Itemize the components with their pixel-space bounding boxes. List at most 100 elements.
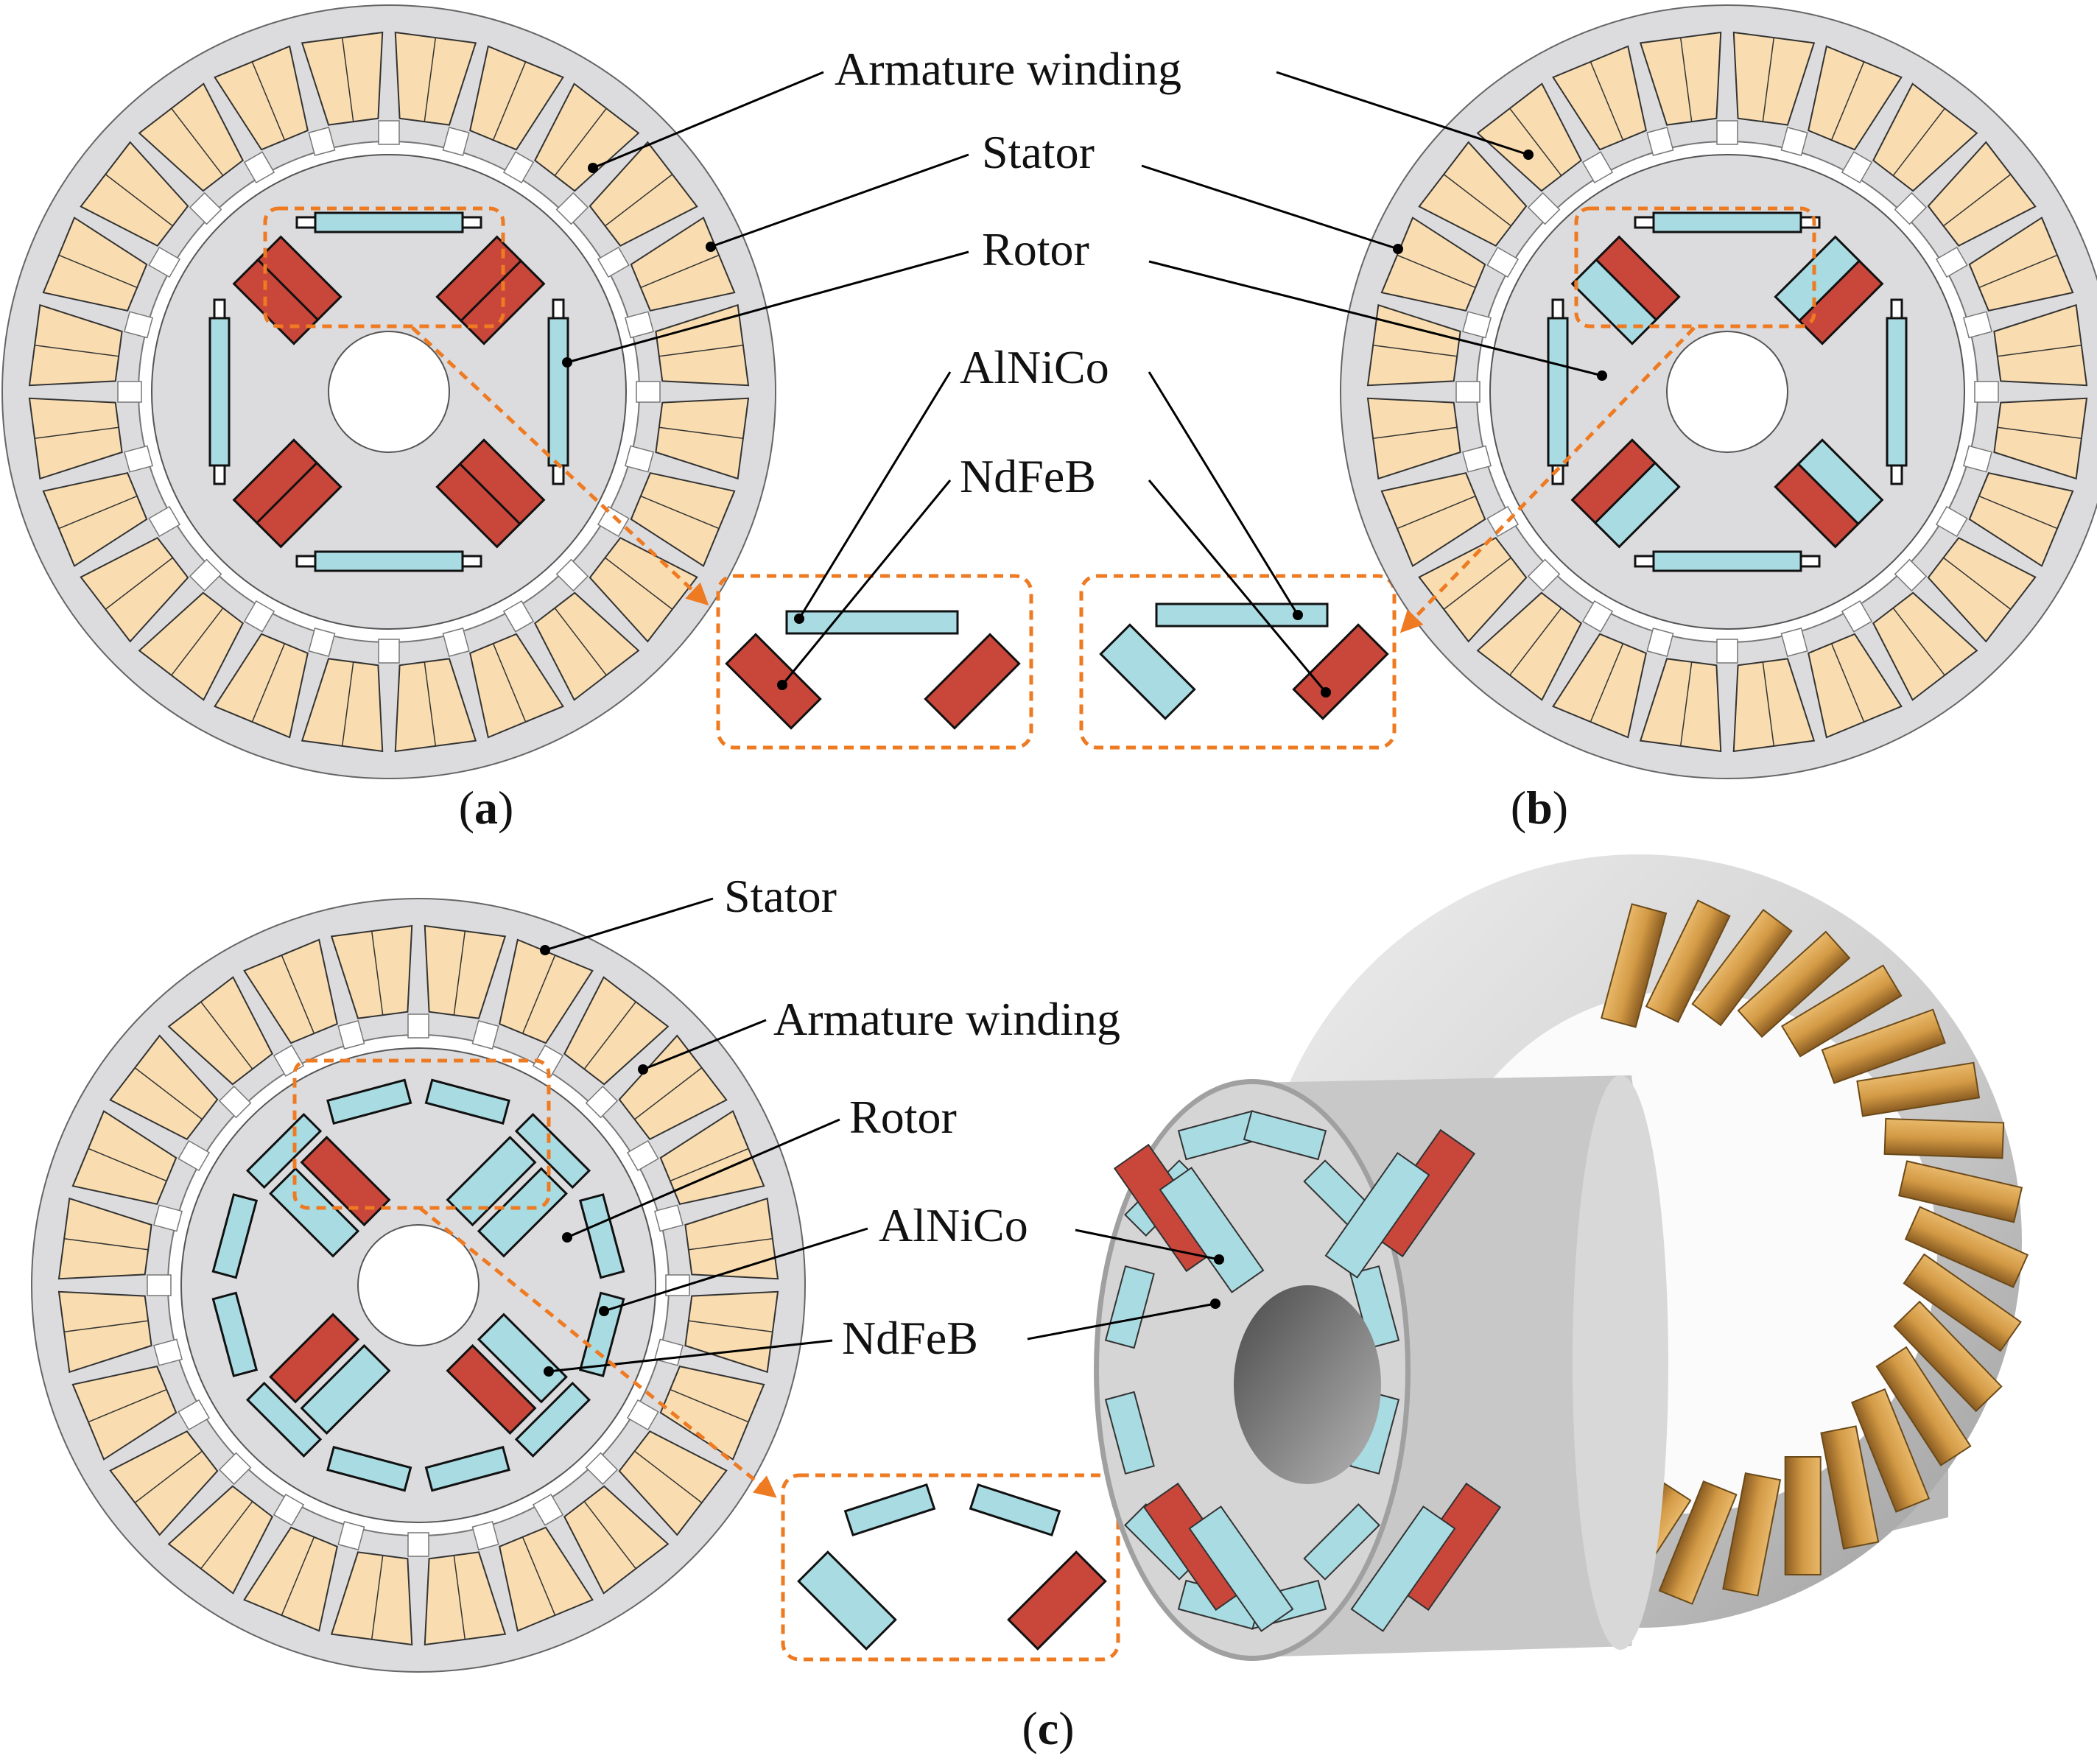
winding-slot	[167, 1485, 274, 1595]
tooth-tip	[636, 381, 661, 403]
leader-dot	[1214, 1254, 1224, 1265]
winding-slot	[1808, 45, 1903, 151]
inset-c-alnico-top-right	[969, 1483, 1061, 1536]
winding-divider	[453, 1555, 466, 1640]
tooth-tip	[1646, 126, 1674, 156]
winding-divider	[670, 1388, 749, 1423]
tooth-tip	[1527, 191, 1561, 225]
tooth-tip	[532, 1493, 564, 1526]
alnico-diag-magnet	[477, 1313, 568, 1404]
winding-slot	[71, 1110, 178, 1205]
tooth-tip	[1461, 445, 1492, 473]
winding-slot	[1380, 472, 1486, 567]
ndfeb-magnet	[477, 1167, 568, 1258]
winding-divider	[492, 643, 527, 723]
leader-line	[642, 1019, 767, 1071]
winding-slot	[684, 1290, 779, 1374]
winding-slot	[330, 1551, 413, 1646]
alnico-diag-magnet-3d	[1324, 1152, 1430, 1279]
winding-slot	[469, 633, 564, 739]
alnico-rim-magnet	[245, 1381, 323, 1458]
winding-slot	[1476, 591, 1583, 701]
alnico-rim-magnet-3d	[1303, 1503, 1380, 1581]
leader-dot	[794, 614, 804, 624]
winding-slot	[684, 1197, 779, 1280]
alnico-diag-magnet-3d	[1159, 1167, 1265, 1293]
inset-c-ndfeb-right	[1007, 1550, 1107, 1651]
zoom-arrow-a	[411, 326, 709, 606]
alnico-diag-magnet	[1774, 235, 1861, 323]
winding-divider	[341, 661, 354, 746]
alnico-rim-magnet	[326, 1445, 412, 1492]
leader-dot	[1321, 687, 1331, 697]
tooth-tip	[378, 120, 400, 145]
alnico-bar-face	[1652, 211, 1802, 233]
leader-line	[710, 153, 969, 248]
winding-slot	[138, 82, 245, 192]
winding-divider	[171, 108, 224, 176]
winding-divider	[605, 174, 673, 227]
alnico-rim-magnet	[424, 1445, 510, 1492]
winding-slot	[214, 633, 309, 739]
leader-line	[1148, 260, 1603, 377]
caption-b: (b)	[1511, 781, 1568, 834]
winding-slot	[330, 924, 413, 1019]
label-alnico-ab: AlNiCo	[960, 341, 1109, 393]
alnico-rim-magnet	[211, 1193, 259, 1279]
tooth-tip	[123, 445, 153, 473]
leader-line	[798, 371, 952, 619]
winding-slot	[659, 1110, 765, 1205]
leader-line	[603, 1227, 868, 1313]
winding-slot	[1380, 217, 1486, 312]
tooth-tip	[555, 558, 589, 592]
coil-bar	[1645, 899, 1731, 1023]
tooth-tip	[148, 246, 181, 278]
alnico-diag-magnet-3d	[1350, 1505, 1456, 1632]
winding-slot	[533, 591, 640, 701]
winding-slot	[109, 1430, 219, 1536]
winding-divider	[341, 38, 354, 122]
winding-slot	[1418, 536, 1528, 643]
winding-slot	[589, 141, 698, 247]
winding-slot	[1366, 397, 1461, 480]
winding-divider	[171, 608, 224, 676]
alnico-diag-magnet-3d	[1188, 1505, 1294, 1632]
winding-slot	[109, 1034, 219, 1141]
tooth-tip	[152, 1204, 183, 1232]
ndfeb-magnet	[435, 235, 523, 323]
winding-divider	[1373, 344, 1458, 357]
winding-slot	[1968, 217, 2074, 312]
leader-line	[592, 71, 824, 169]
winding-slot	[243, 938, 338, 1044]
label-ndfeb-ab: NdFeB	[960, 450, 1096, 502]
leader-line	[1141, 164, 1399, 250]
tooth-tip	[148, 505, 181, 538]
winding-divider	[688, 1237, 773, 1251]
motor-3d-render	[1094, 854, 2029, 1661]
tooth-tip	[273, 1493, 305, 1526]
ndfeb-magnet	[255, 461, 343, 549]
winding-divider	[1397, 254, 1476, 289]
leader-line	[1148, 479, 1327, 693]
alnico-rim-magnet-3d	[1104, 1391, 1155, 1475]
winding-slot	[533, 82, 640, 192]
leader-dot	[599, 1306, 609, 1316]
winding-divider	[424, 38, 437, 122]
alnico-rim-magnet-3d	[1243, 1110, 1327, 1161]
leader-line	[1027, 1302, 1216, 1340]
label-ndfeb-c: NdFeB	[842, 1312, 978, 1364]
winding-divider	[1830, 61, 1865, 141]
label-stator-ab: Stator	[982, 126, 1095, 178]
tooth-tip	[585, 1452, 619, 1486]
winding-slot	[138, 591, 245, 701]
winding-slot	[424, 924, 507, 1019]
winding-slot	[1552, 45, 1647, 151]
winding-divider	[88, 1388, 167, 1423]
tooth-tip	[1894, 191, 1928, 225]
tooth-tip	[147, 1274, 172, 1296]
leader-dot	[562, 1232, 572, 1243]
inset-box-a	[716, 574, 1033, 750]
coil-bar	[1784, 1455, 1822, 1575]
leader-dot	[706, 242, 716, 252]
winding-divider	[58, 254, 138, 289]
